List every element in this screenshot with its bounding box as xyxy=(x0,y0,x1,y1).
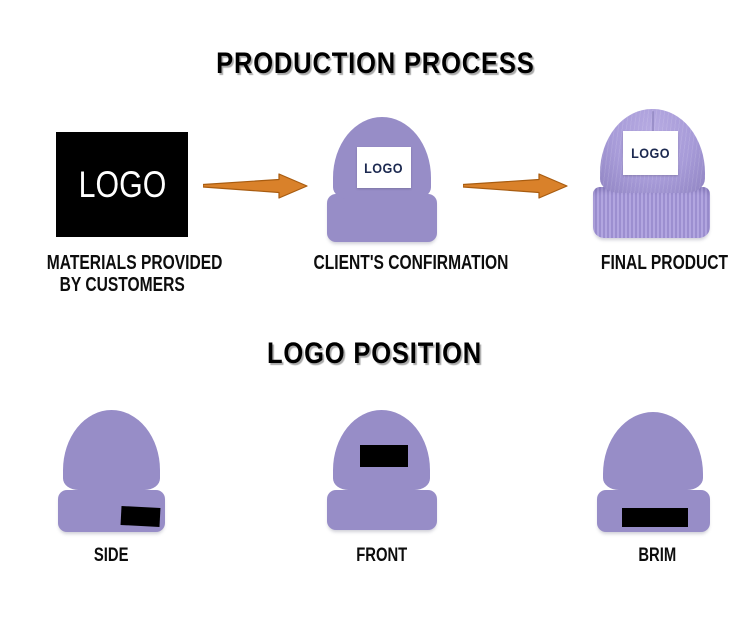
final-logo-patch: LOGO xyxy=(623,131,678,175)
production-process-title: PRODUCTION PROCESS xyxy=(0,47,750,80)
caption-side: SIDE xyxy=(93,545,129,566)
caption-clients-confirmation: CLIENT'S CONFIRMATION xyxy=(313,252,509,274)
logo-position-title: LOGO POSITION xyxy=(0,337,750,370)
caption-materials-provided: MATERIALS PROVIDED BY CUSTOMERS xyxy=(22,252,223,296)
logo-position-title-text: LOGO POSITION xyxy=(267,337,483,370)
arrow-right-icon xyxy=(463,173,568,199)
production-process-title-text: PRODUCTION PROCESS xyxy=(215,47,535,80)
customer-logo-swatch: LOGO xyxy=(56,132,188,237)
side-beanie-dome xyxy=(63,410,160,490)
caption-front: FRONT xyxy=(356,545,408,566)
confirmation-logo-patch-text: LOGO xyxy=(364,159,404,176)
caption-materials-line1: MATERIALS PROVIDED xyxy=(46,252,223,274)
side-logo-patch xyxy=(120,505,161,528)
brim-logo-patch xyxy=(622,508,688,527)
caption-brim: BRIM xyxy=(638,545,676,566)
front-beanie-cuff xyxy=(327,490,437,530)
arrow-right-icon xyxy=(203,173,308,199)
customer-logo-text: LOGO xyxy=(78,163,166,205)
caption-materials-line2: BY CUSTOMERS xyxy=(59,274,185,296)
confirmation-logo-patch: LOGO xyxy=(357,147,411,188)
caption-final-product: FINAL PRODUCT xyxy=(600,252,728,274)
front-logo-patch xyxy=(360,445,408,467)
final-logo-patch-text: LOGO xyxy=(631,145,670,161)
confirmation-beanie-cuff xyxy=(327,194,437,242)
final-beanie-cuff xyxy=(593,187,710,238)
brim-beanie-dome xyxy=(603,412,703,490)
